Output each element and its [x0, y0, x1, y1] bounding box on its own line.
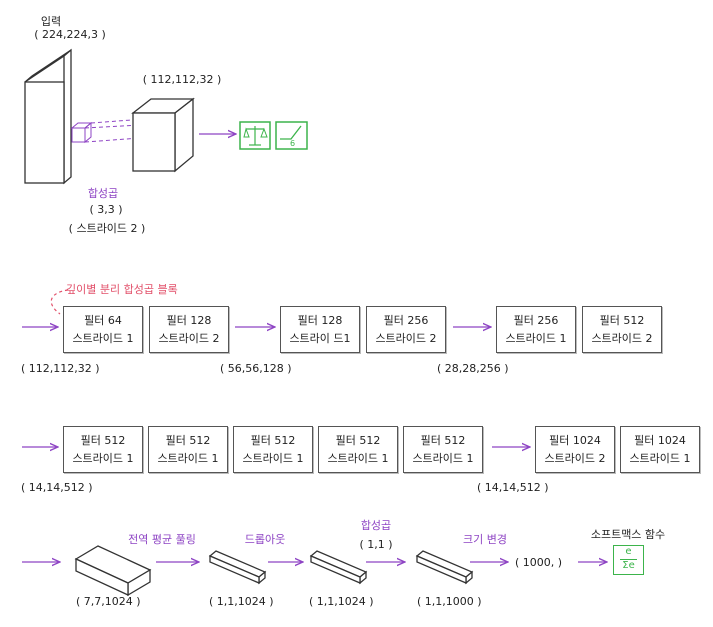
filter-box: 필터 512 스트라이드 1	[318, 426, 398, 473]
filter-box: 필터 256 스트라이드 1	[496, 306, 576, 353]
filter-label: 필터 128	[297, 313, 343, 327]
filter-label: 필터 512	[165, 433, 211, 447]
filter-box: 필터 512 스트라이드 1	[148, 426, 228, 473]
filter-box: 필터 1024 스트라이드 2	[535, 426, 615, 473]
vector-bar-1	[208, 550, 267, 585]
filter-label: 필터 1024	[634, 433, 686, 447]
filter-box: 필터 1024 스트라이드 1	[620, 426, 700, 473]
activation-function-icon: 6	[275, 121, 308, 150]
filter-label: 필터 64	[84, 313, 122, 327]
input-shape: ( 224,224,3 )	[34, 28, 106, 41]
softmax-title: 소프트맥스 함수	[590, 528, 666, 541]
filter-label: 필터 256	[383, 313, 429, 327]
final-shape: ( 1000, )	[515, 556, 563, 569]
filter-label: 필터 512	[599, 313, 645, 327]
shape-label: ( 1,1,1024 )	[209, 595, 274, 608]
softmax-fraction-bar	[620, 559, 637, 560]
conv-stride: ( 스트라이드 2 )	[68, 222, 146, 235]
input-slab	[24, 48, 72, 185]
input-title: 입력	[40, 15, 62, 28]
filter-label: 필터 512	[250, 433, 296, 447]
filter-box: 필터 64 스트라이드 1	[63, 306, 143, 353]
shape-label: ( 14,14,512 )	[477, 481, 549, 494]
stride-label: 스트라이 드1	[289, 331, 351, 345]
svg-text:6: 6	[290, 139, 295, 148]
filter-box: 필터 512 스트라이드 1	[403, 426, 483, 473]
filter-label: 필터 1024	[549, 433, 601, 447]
block-title-connector	[50, 289, 69, 315]
vector-bar-3	[415, 550, 474, 585]
shape-label: ( 56,56,128 )	[220, 362, 292, 375]
stride-label: 스트라이드 1	[72, 451, 134, 465]
shape-label: ( 112,112,32 )	[21, 362, 100, 375]
op-global-avg-pool: 전역 평균 풀링	[128, 533, 196, 546]
filter-box: 필터 128 스트라이드 2	[149, 306, 229, 353]
shape-label: ( 7,7,1024 )	[76, 595, 141, 608]
stride-label: 스트라이드 1	[72, 331, 134, 345]
filter-box: 필터 512 스트라이드 1	[63, 426, 143, 473]
stride-label: 스트라이드 2	[158, 331, 220, 345]
conv-title: 합성곱	[87, 187, 119, 200]
filter-box: 필터 128 스트라이 드1	[280, 306, 360, 353]
softmax-numerator: e	[625, 546, 632, 557]
vector-bar-2	[309, 550, 368, 585]
stride-label: 스트라이드 2	[544, 451, 606, 465]
filter-label: 필터 256	[513, 313, 559, 327]
filter-label: 필터 128	[166, 313, 212, 327]
op-reshape: 크기 변경	[463, 533, 507, 546]
stride-label: 스트라이드 1	[412, 451, 474, 465]
conv-output-shape: ( 112,112,32 )	[142, 73, 222, 86]
shape-label: ( 28,28,256 )	[437, 362, 509, 375]
softmax-denominator: Σe	[622, 560, 635, 571]
stride-label: 스트라이드 1	[505, 331, 567, 345]
balance-scale-icon	[239, 121, 271, 150]
filter-box: 필터 512 스트라이드 1	[233, 426, 313, 473]
op-dropout: 드롭아웃	[244, 533, 286, 546]
feature-map-slab-7x7	[74, 545, 152, 597]
filter-box: 필터 256 스트라이드 2	[366, 306, 446, 353]
softmax-formula-box: e Σe	[613, 545, 644, 575]
stride-label: 스트라이드 1	[157, 451, 219, 465]
shape-label: ( 1,1,1000 )	[417, 595, 482, 608]
shape-label: ( 1,1,1024 )	[309, 595, 374, 608]
filter-label: 필터 512	[80, 433, 126, 447]
stride-label: 스트라이드 2	[375, 331, 437, 345]
stride-label: 스트라이드 1	[629, 451, 691, 465]
filter-box: 필터 512 스트라이드 2	[582, 306, 662, 353]
conv-output-cube	[131, 97, 195, 173]
filter-label: 필터 512	[335, 433, 381, 447]
conv-kernel: ( 3,3 )	[89, 203, 123, 216]
stride-label: 스트라이드 2	[591, 331, 653, 345]
shape-label: ( 14,14,512 )	[21, 481, 93, 494]
filter-label: 필터 512	[420, 433, 466, 447]
op-conv-kernel: ( 1,1 )	[359, 538, 393, 551]
block-title: 깊이별 분리 합성곱 블록	[66, 283, 178, 296]
stride-label: 스트라이드 1	[242, 451, 304, 465]
op-conv: 합성곱	[360, 519, 392, 532]
stride-label: 스트라이드 1	[327, 451, 389, 465]
